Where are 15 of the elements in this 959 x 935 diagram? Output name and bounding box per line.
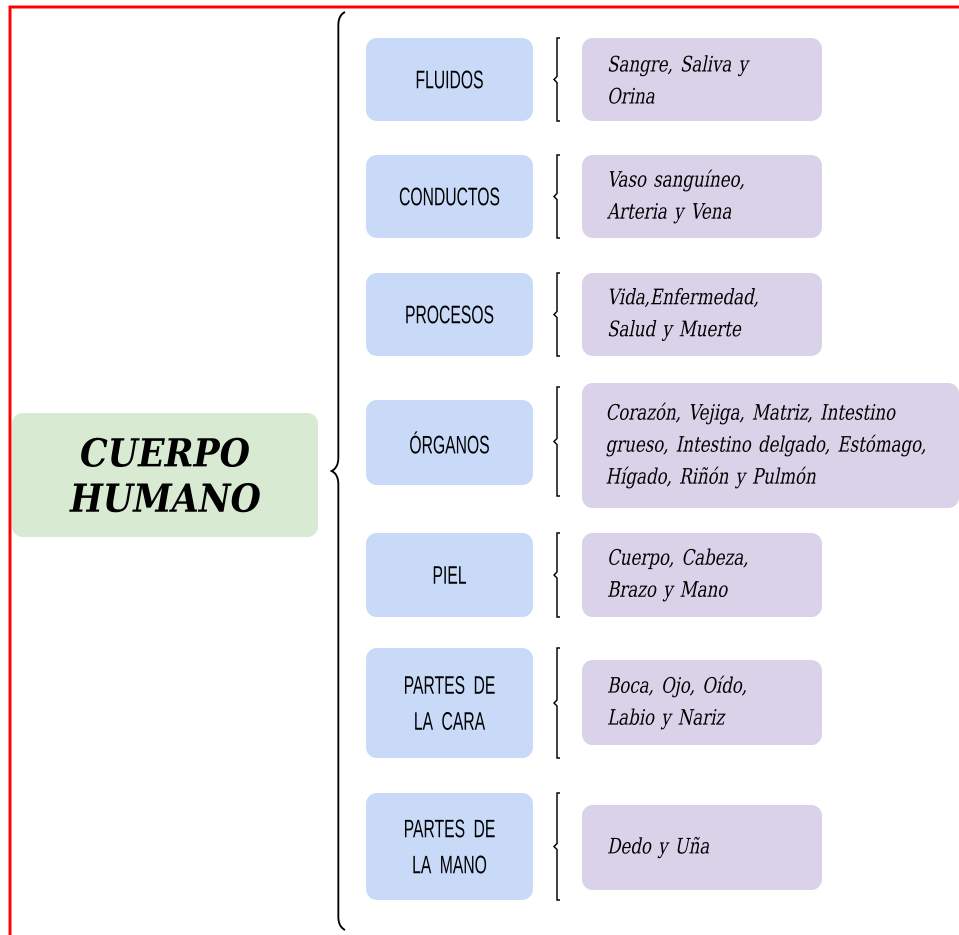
detail-box: Dedo y Uña xyxy=(582,804,822,890)
category-box: FLUIDOS xyxy=(366,38,533,121)
detail-box: Boca, Ojo, Oído, Labio y Nariz xyxy=(582,660,822,746)
category-box: PROCESOS xyxy=(366,273,533,356)
detail-box: Corazón, Vejiga, Matriz, Intestino grueso, Intestino delgado, Estómago, Hígado, Riñón y Pulmón xyxy=(582,382,959,508)
detail-box: Vida,Enfermedad, Salud y Muerte xyxy=(582,273,822,356)
detail-box: Vaso sanguíneo, Arteria y Vena xyxy=(582,155,822,238)
category-box: CONDUCTOS xyxy=(366,155,533,238)
category-box: PARTES DE LA MANO xyxy=(366,793,533,900)
detail-box: Sangre, Saliva y Orina xyxy=(582,38,822,121)
category-box: PARTES DE LA CARA xyxy=(366,648,533,758)
category-box: PIEL xyxy=(366,533,533,617)
category-box: ÓRGANOS xyxy=(366,400,533,486)
detail-box: Cuerpo, Cabeza, Brazo y Mano xyxy=(582,533,822,617)
root-box: CUERPO HUMANO xyxy=(12,413,318,537)
